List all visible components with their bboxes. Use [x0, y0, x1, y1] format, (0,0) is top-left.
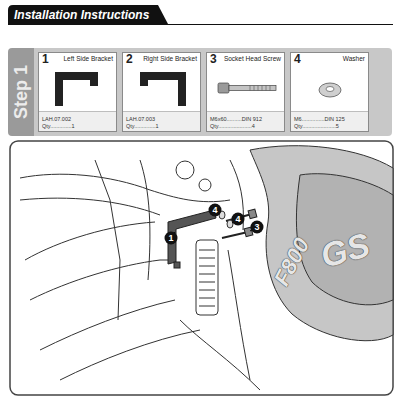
motorcycle-illustration	[10, 141, 393, 395]
part-number: 4	[294, 53, 301, 66]
callout-number: 4	[235, 215, 240, 224]
part-name: Washer	[343, 55, 365, 62]
title-text: Installation Instructions	[14, 7, 149, 23]
part-card: 2 Right Side BracketLAH.07.003Qty........…	[122, 52, 201, 132]
model-logo: GS	[317, 227, 373, 273]
part-card: 3 Socket Head ScrewM6x60..........DIN 912…	[206, 52, 285, 132]
part-quantity: Qty......................4	[210, 123, 255, 129]
part-code: M6x60..........DIN 912	[210, 116, 262, 122]
callout-number: 3	[254, 223, 259, 232]
part-card: 4 WasherM6...............DIN 125Qty......…	[290, 52, 369, 132]
part-number: 3	[210, 53, 217, 66]
part-code: LAH.07.003	[126, 116, 155, 122]
part-code: LAH.07.002	[42, 116, 71, 122]
part-card: 1 Left Side BracketLAH.07.002Qty.........…	[38, 52, 117, 132]
part-quantity: Qty......................5	[294, 123, 339, 129]
step-label: Step 1	[11, 65, 32, 119]
part-name: Socket Head Screw	[224, 55, 281, 62]
part-quantity: Qty..............1	[126, 123, 159, 129]
part-number: 2	[126, 53, 133, 66]
step-band: Step 11Left Side BracketLAH.07.002Qty...…	[8, 48, 392, 136]
part-number: 1	[42, 53, 49, 66]
title-tab	[8, 5, 168, 24]
part-name: Right Side Bracket	[143, 55, 197, 62]
title-rule	[8, 24, 393, 25]
part-code: M6...............DIN 125	[294, 116, 345, 122]
part-name: Left Side Bracket	[64, 55, 114, 62]
callout-number: 4	[212, 206, 217, 215]
callout-number: 1	[168, 234, 173, 243]
part-quantity: Qty..............1	[42, 123, 75, 129]
model-logo: F800	[271, 235, 314, 290]
